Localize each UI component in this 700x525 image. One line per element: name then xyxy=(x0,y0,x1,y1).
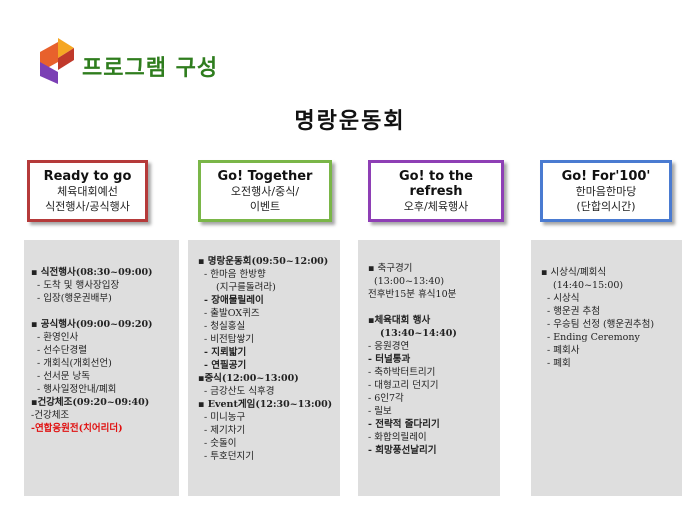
schedule-item: - 숫돌이 xyxy=(204,438,237,449)
schedule-item: - 폐회사 xyxy=(547,345,580,356)
schedule-item: - 릴보 xyxy=(368,406,392,417)
schedule-item: - 행운권 추첨 xyxy=(547,306,600,317)
page-title: 프로그램 구성 xyxy=(82,56,219,81)
schedule-item: - 대형고리 던지기 xyxy=(368,380,439,391)
event-title: 명랑운동회 xyxy=(294,109,406,134)
schedule-item: -연합응원전(치어리더) xyxy=(31,423,123,434)
schedule-item: ▪중식(12:00~13:00) xyxy=(198,373,299,384)
schedule-item: (13:00~13:40) xyxy=(374,276,445,287)
program-logo-icon xyxy=(40,38,74,84)
header-line: 오전행사/중식/ xyxy=(230,184,300,198)
schedule-item: - 행사일정안내/폐회 xyxy=(37,384,117,395)
schedule-item: - 청실홍실 xyxy=(204,321,246,332)
schedule-column-4: ▪ 시상식/폐회식 (14:40~15:00) - 시상식 - 행운권 추첨 -… xyxy=(531,240,682,496)
schedule-item: - 출발OX퀴즈 xyxy=(204,308,260,319)
schedule-column-2: ▪ 명랑운동회(09:50~12:00) - 한마음 한방향 (지구를돌려라) … xyxy=(188,240,340,496)
schedule-column-1: ▪ 식전행사(08:30~09:00) - 도착 및 행사장입장 - 입장(행운… xyxy=(24,240,179,496)
schedule-item: ▪ 명랑운동회(09:50~12:00) xyxy=(198,256,329,267)
schedule-item: ▪체육대회 행사 xyxy=(368,315,431,326)
header-line: (단합의시간) xyxy=(576,199,636,213)
schedule-item: - 제기차기 xyxy=(204,425,246,436)
header-line: 이벤트 xyxy=(249,199,281,213)
header-line: 오후/체육행사 xyxy=(403,199,469,213)
schedule-column-3: ▪ 축구경기 (13:00~13:40) 전후반15분 휴식10분 ▪체육대회 … xyxy=(358,240,500,496)
schedule-item: - 도착 및 행사장입장 xyxy=(37,280,120,291)
schedule-item: ▪ 축구경기 xyxy=(368,263,413,274)
schedule-item: - 지뢰밟기 xyxy=(204,347,247,358)
schedule-item: - 선서문 낭독 xyxy=(37,371,90,382)
schedule-item: - 우승팀 선정 (행운권추첨) xyxy=(547,319,655,330)
schedule-item: 전후반15분 휴식10분 xyxy=(368,289,457,300)
schedule-item: (지구를돌려라) xyxy=(216,282,276,293)
schedule-item: - 시상식 xyxy=(547,293,580,304)
schedule-item: (13:40~14:40) xyxy=(380,328,457,339)
schedule-item: - 입장(행운권배부) xyxy=(37,293,112,304)
schedule-item: ▪ Event게임(12:30~13:00) xyxy=(198,399,333,410)
schedule-item: - 전략적 줄다리기 xyxy=(368,419,440,430)
schedule-item: - 응원경연 xyxy=(368,341,410,352)
schedule-item: - 장애물릴레이 xyxy=(204,295,264,306)
header-line: 한마음한마당 xyxy=(575,184,637,198)
header-title: Go! For'100' xyxy=(561,168,651,184)
schedule-item: - 축하박터트리기 xyxy=(368,367,436,378)
header-line: 식전행사/공식행사 xyxy=(45,199,130,213)
schedule-item: - 한마음 한방향 xyxy=(204,269,266,280)
header-title: Go! to the refresh xyxy=(398,168,473,199)
schedule-item: - 투호던지기 xyxy=(204,451,254,462)
schedule-item: - 폐회 xyxy=(547,358,571,369)
schedule-item: - 비전탑쌓기 xyxy=(204,334,254,345)
header-go-for-100: Go! For'100' 한마음한마당 (단합의시간) xyxy=(540,160,672,222)
schedule-item: - 연필공기 xyxy=(204,360,247,371)
header-go-together: Go! Together 오전행사/중식/ 이벤트 xyxy=(198,160,332,222)
schedule-item: - 6인7각 xyxy=(368,393,404,404)
schedule-item: - 희망풍선날리기 xyxy=(368,445,437,456)
header-ready-to-go: Ready to go 체육대회예선 식전행사/공식행사 xyxy=(27,160,148,222)
schedule-item: - 개회식(개회선언) xyxy=(37,358,112,369)
schedule-item: ▪건강체조(09:20~09:40) xyxy=(31,397,150,408)
schedule-item: - 미니농구 xyxy=(204,412,246,423)
header-go-to-the-refresh: Go! to the refresh 오후/체육행사 xyxy=(368,160,504,222)
schedule-item: - Ending Ceremony xyxy=(547,332,640,343)
schedule-item: (14:40~15:00) xyxy=(553,280,624,291)
schedule-item: - 환영인사 xyxy=(37,332,79,343)
header-title: Go! Together xyxy=(217,168,313,184)
schedule-item: - 선수단경렬 xyxy=(37,345,87,356)
schedule-item: ▪ 식전행사(08:30~09:00) xyxy=(31,267,153,278)
schedule-item: ▪ 공식행사(09:00~09:20) xyxy=(31,319,153,330)
schedule-item: -건강체조 xyxy=(31,410,70,421)
schedule-item: - 금강산도 식후경 xyxy=(204,386,275,397)
schedule-item: ▪ 시상식/폐회식 xyxy=(541,267,607,278)
header-line: 체육대회예선 xyxy=(57,184,118,198)
schedule-item: - 터널통과 xyxy=(368,354,411,365)
schedule-item: - 화합의릴레이 xyxy=(368,432,427,443)
header-title: Ready to go xyxy=(43,168,132,184)
